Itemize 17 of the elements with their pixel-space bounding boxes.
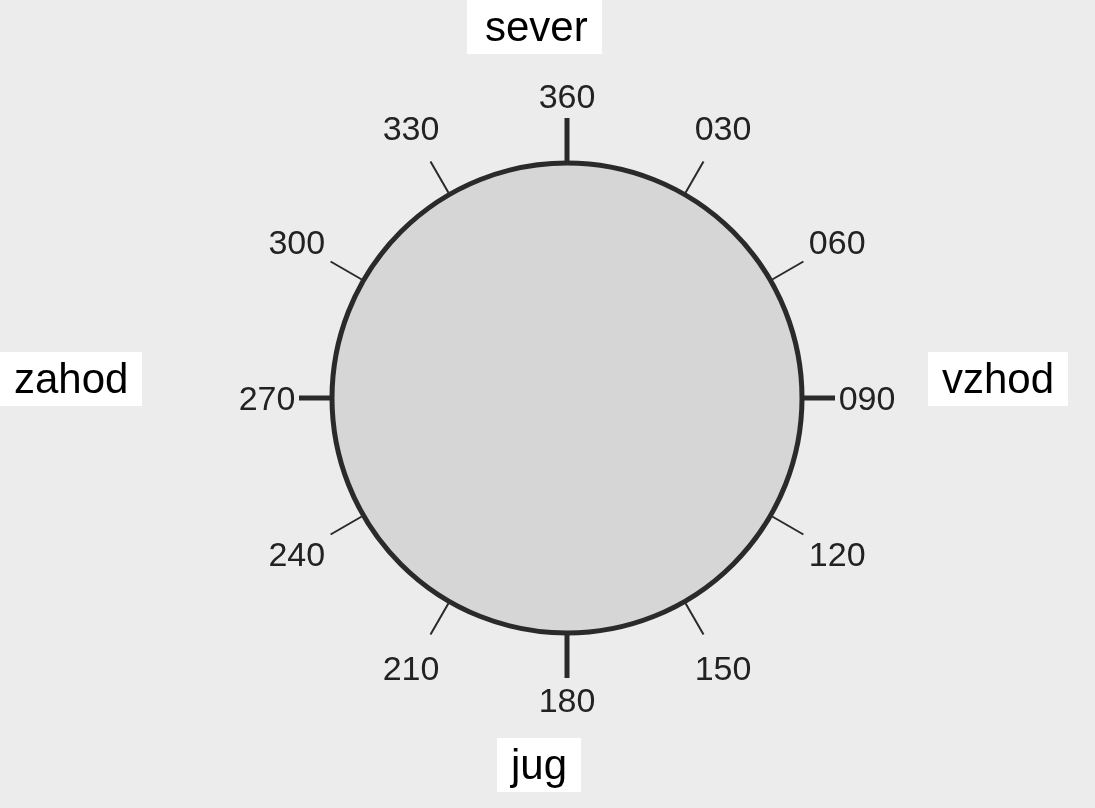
bearing-label: 060 [808, 225, 866, 259]
compass-circle [329, 160, 805, 636]
direction-label: sever [467, 0, 602, 55]
direction-label: jug [497, 738, 582, 793]
bearing-label: 300 [268, 225, 326, 259]
direction-label: vzhod [928, 352, 1069, 407]
bearing-label: 120 [808, 537, 866, 571]
bearing-label: 090 [838, 381, 896, 415]
bearing-label: 150 [694, 651, 752, 686]
direction-label: zahod [0, 352, 143, 407]
bearing-label: 330 [382, 110, 440, 145]
bearing-label: 270 [238, 381, 296, 415]
bearing-label: 210 [382, 651, 440, 686]
bearing-label: 030 [694, 110, 752, 145]
bearing-label: 240 [268, 537, 326, 571]
bearing-label: 180 [538, 683, 596, 717]
bearing-label: 360 [538, 79, 596, 113]
